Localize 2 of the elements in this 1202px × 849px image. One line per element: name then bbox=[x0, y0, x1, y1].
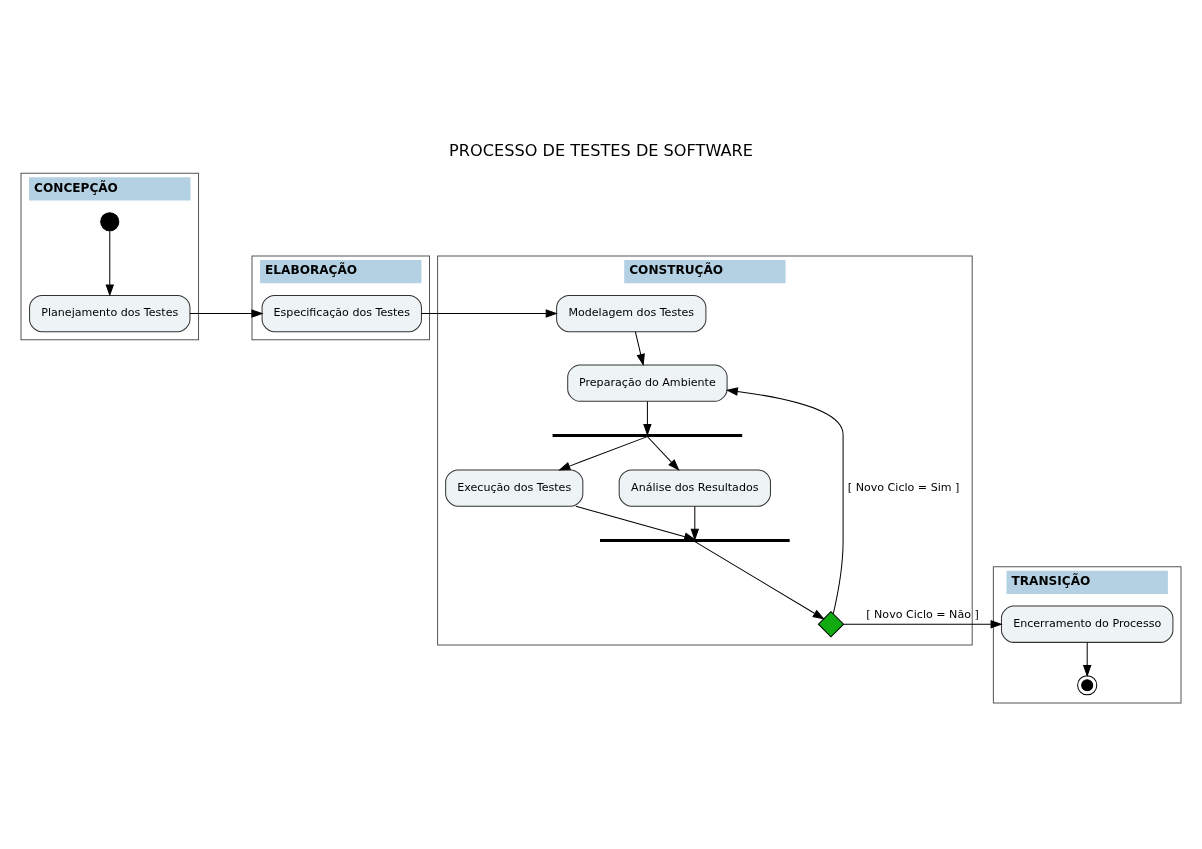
edge-label: [ Novo Ciclo = Sim ] bbox=[847, 480, 960, 494]
diagram-title: PROCESSO DE TESTES DE SOFTWARE bbox=[449, 140, 753, 160]
